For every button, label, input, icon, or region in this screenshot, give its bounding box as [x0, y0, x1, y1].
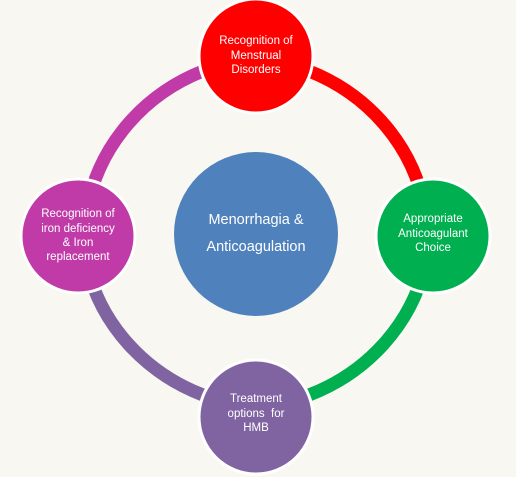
center-label: Menorrhagia & Anticoagulation: [186, 194, 326, 274]
node-circle-iron-deficiency: [19, 177, 137, 295]
node-circle-anticoagulant-choice: [374, 177, 492, 295]
node-label-anticoagulant-choice: Appropriate Anticoagulant Choice: [383, 202, 483, 266]
node-label-menstrual-disorders: Recognition of Menstrual Disorders: [206, 24, 306, 88]
node-label-line: Disorders: [231, 64, 281, 77]
node-label-line: Appropriate: [403, 213, 463, 226]
node-label-line: & Iron: [62, 237, 94, 249]
node-label-line: Anticoagulant: [398, 227, 468, 240]
center-label-line-1: Menorrhagia &: [208, 212, 304, 229]
node-label-line: options for: [227, 407, 285, 420]
node-circle-treatment-options: [197, 358, 315, 476]
node-label-line: iron deficiency: [41, 222, 115, 235]
node-label-line: HMB: [243, 422, 269, 435]
node-label-treatment-options: Treatment options for HMB: [206, 382, 306, 446]
center-circle: [174, 152, 338, 316]
node-label-iron-deficiency: Recognition of iron deficiency & Iron re…: [24, 200, 132, 272]
node-label-line: replacement: [46, 251, 110, 264]
node-label-line: Treatment: [230, 393, 282, 406]
node-circle-menstrual-disorders: [197, 0, 315, 115]
center-label-line-2: Anticoagulation: [206, 239, 306, 255]
node-label-line: Choice: [415, 242, 451, 255]
node-label-line: Recognition of: [41, 208, 115, 221]
node-label-line: Recognition of: [219, 35, 293, 48]
node-label-line: Menstrual: [230, 49, 282, 62]
